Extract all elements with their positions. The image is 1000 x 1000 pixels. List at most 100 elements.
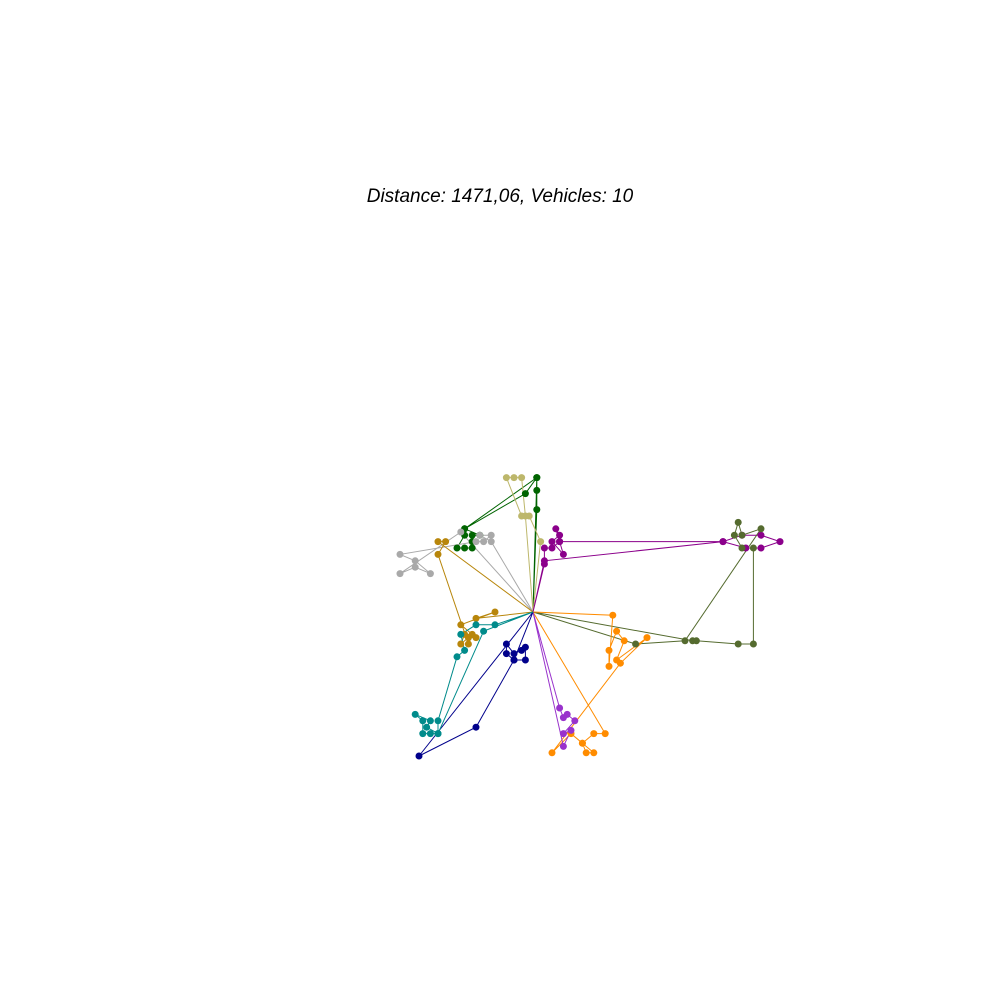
route-5-stop-point <box>776 538 784 546</box>
route-4-stop-point <box>491 608 499 616</box>
route-3-stop-point <box>472 538 480 546</box>
route-6-stop-point <box>632 640 640 648</box>
route-7-stop-point <box>578 739 586 747</box>
route-line-6 <box>532 520 763 645</box>
route-6-stop-point <box>734 640 742 648</box>
route-9-stop-point <box>521 656 529 664</box>
route-6-stop-point <box>757 525 765 533</box>
route-8-stop-point <box>567 726 575 734</box>
route-line-8 <box>532 611 576 748</box>
route-3-stop-point <box>480 538 488 546</box>
route-3-stop-point <box>487 538 495 546</box>
route-10-stop-point <box>491 621 499 629</box>
route-9-stop-point <box>415 752 423 760</box>
route-10-stop-point <box>457 630 465 638</box>
route-1-stop-point <box>468 544 476 552</box>
route-9-stop-point <box>502 640 510 648</box>
route-7-stop-point <box>590 749 598 757</box>
route-10-stop-point <box>419 730 427 738</box>
route-2-stop-point <box>521 512 529 520</box>
route-line-3 <box>398 531 534 613</box>
route-5-stop-point <box>757 544 765 552</box>
route-4-stop-point <box>434 538 442 546</box>
route-6-stop-point <box>738 531 746 539</box>
route-7-stop-point <box>620 637 628 645</box>
route-9-stop-point <box>502 650 510 658</box>
route-5-stop-point <box>556 531 564 539</box>
route-10-stop-point <box>453 653 461 661</box>
route-5-stop-point <box>548 538 556 546</box>
route-8-stop-point <box>571 717 579 725</box>
route-6-stop-point <box>749 640 757 648</box>
route-10-stop-point <box>434 730 442 738</box>
route-3-stop-point <box>411 563 419 571</box>
route-4-stop-point <box>434 550 442 558</box>
route-8-stop-point <box>559 742 567 750</box>
route-2-stop-point <box>537 538 545 546</box>
route-5-stop-point <box>548 544 556 552</box>
route-8-stop-point <box>559 714 567 722</box>
chart-title: Distance: 1471,06, Vehicles: 10 <box>366 186 634 207</box>
route-2-stop-point <box>518 474 526 482</box>
route-10-stop-point <box>426 717 434 725</box>
route-2-stop-point <box>502 474 510 482</box>
route-7-stop-point <box>548 749 556 757</box>
route-7-stop-point <box>601 730 609 738</box>
route-4-stop-point <box>472 634 480 642</box>
route-8-stop-point <box>559 730 567 738</box>
route-3-stop-point <box>476 531 484 539</box>
route-3-stop-point <box>411 557 419 565</box>
route-3-stop-point <box>396 550 404 558</box>
route-5-stop-point <box>540 544 548 552</box>
route-5-stop-point <box>719 538 727 546</box>
route-1-stop-point <box>533 486 541 494</box>
route-line-1 <box>456 476 538 613</box>
route-6-stop-point <box>749 544 757 552</box>
route-6-stop-point <box>692 637 700 645</box>
route-4-stop-point <box>464 634 472 642</box>
route-7-stop-point <box>613 627 621 635</box>
route-4-stop-point <box>464 640 472 648</box>
route-9-stop-point <box>472 723 480 731</box>
route-3-stop-point <box>487 531 495 539</box>
route-5-stop-point <box>559 550 567 558</box>
route-9-stop-point <box>521 643 529 651</box>
route-6-stop-point <box>681 637 689 645</box>
route-line-7 <box>532 611 648 754</box>
route-1-stop-point <box>533 506 541 514</box>
route-7-stop-point <box>605 662 613 670</box>
route-6-stop-point <box>730 531 738 539</box>
route-7-stop-point <box>590 730 598 738</box>
route-10-stop-point <box>419 717 427 725</box>
route-7-stop-point <box>609 611 617 619</box>
route-1-stop-point <box>533 474 541 482</box>
route-7-stop-point <box>616 659 624 667</box>
route-10-stop-point <box>461 646 469 654</box>
route-6-stop-point <box>734 518 742 526</box>
route-4-stop-point <box>457 621 465 629</box>
route-9-stop-point <box>510 656 518 664</box>
route-10-stop-point <box>423 723 431 731</box>
route-10-stop-point <box>434 717 442 725</box>
route-4-stop-point <box>457 640 465 648</box>
route-9-stop-point <box>510 650 518 658</box>
route-7-stop-point <box>582 749 590 757</box>
route-1-stop-point <box>453 544 461 552</box>
route-1-stop-point <box>468 531 476 539</box>
route-10-stop-point <box>480 627 488 635</box>
route-3-stop-point <box>426 570 434 578</box>
route-6-stop-point <box>738 544 746 552</box>
route-5-stop-point <box>552 525 560 533</box>
route-line-10 <box>414 611 534 735</box>
route-10-stop-point <box>426 730 434 738</box>
route-1-stop-point <box>461 544 469 552</box>
route-4-stop-point <box>472 614 480 622</box>
route-line-5 <box>532 528 782 613</box>
route-1-stop-point <box>521 490 529 498</box>
route-7-stop-point <box>643 634 651 642</box>
route-3-stop-point <box>457 528 465 536</box>
route-7-stop-point <box>605 646 613 654</box>
route-2-stop-point <box>510 474 518 482</box>
route-4-stop-point <box>442 538 450 546</box>
